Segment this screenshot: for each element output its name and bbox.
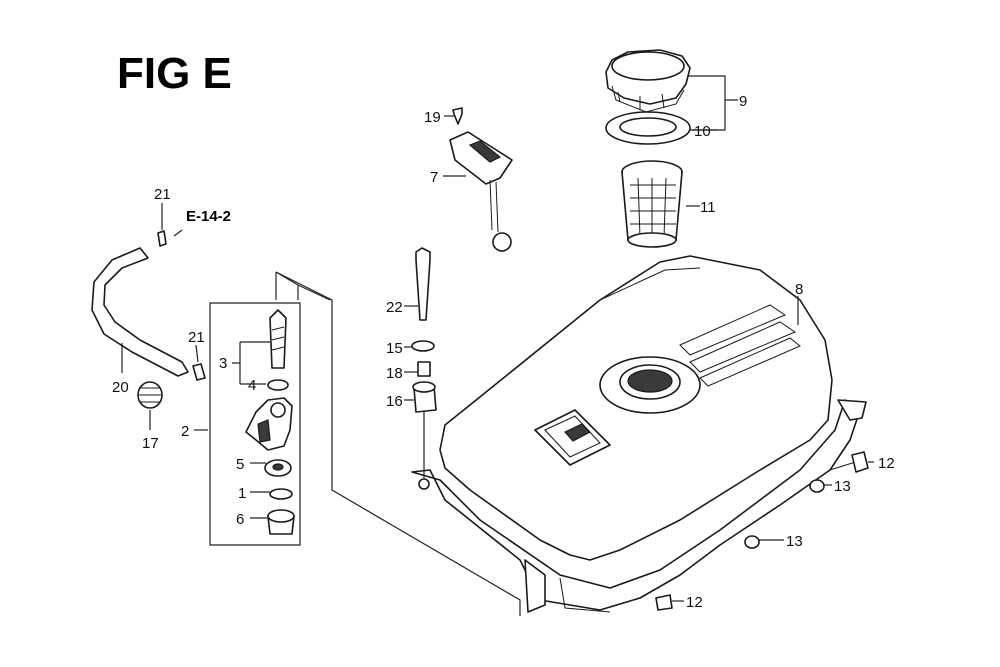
fuel-tank[interactable] [411,255,867,613]
gauge-screw[interactable] [452,107,463,125]
label-15: 15 [386,340,403,357]
label-22: 22 [386,299,403,316]
mount-rubber[interactable] [412,381,437,413]
valve-washer[interactable] [267,379,289,391]
label-7: 7 [430,169,438,186]
fuel-cap[interactable] [605,49,691,113]
fuel-tube[interactable] [91,247,189,377]
label-4: 4 [248,377,256,394]
tube-clip-lower[interactable] [192,363,206,381]
label-6: 6 [236,511,244,528]
label-12-right: 12 [878,455,895,472]
leader-lines [121,75,874,602]
fuel-cap-seal[interactable] [605,111,691,145]
tank-nut-lower[interactable] [744,535,760,549]
label-17: 17 [142,435,159,452]
mount-bolt[interactable] [415,247,431,321]
tank-nut-upper[interactable] [809,479,825,493]
reference-label: E-14-2 [186,208,231,225]
label-21-upper: 21 [154,186,171,203]
fuel-strainer[interactable] [621,160,683,248]
label-8: 8 [795,281,803,298]
part-labels: 9 10 11 8 19 7 21 E-14-2 21 20 17 3 4 2 … [112,93,895,611]
tank-clip-bottom[interactable] [655,594,673,611]
tube-clip-upper[interactable] [157,230,167,247]
label-10: 10 [694,123,711,140]
label-9: 9 [739,93,747,110]
valve-bolt[interactable] [269,309,287,369]
label-13-upper: 13 [834,478,851,495]
label-5: 5 [236,456,244,473]
label-1: 1 [238,485,246,502]
tank-clip-right[interactable] [851,451,869,473]
assembly-guide-line [275,271,521,616]
label-16: 16 [386,393,403,410]
label-12-bottom: 12 [686,594,703,611]
strainer-cup[interactable] [137,381,163,409]
mount-washer[interactable] [411,340,435,352]
valve-cup[interactable] [267,509,295,535]
valve-o-ring[interactable] [269,488,293,500]
mount-collar[interactable] [417,361,431,377]
fuel-valve[interactable] [245,397,293,451]
label-13-lower: 13 [786,533,803,550]
figure-title: FIG E [117,49,232,98]
label-19: 19 [424,109,441,126]
label-11: 11 [700,199,716,216]
valve-packing[interactable] [264,459,292,477]
fuel-gauge[interactable] [449,131,513,252]
label-18: 18 [386,365,403,382]
label-21-lower: 21 [188,329,205,346]
label-20: 20 [112,379,129,396]
label-3: 3 [219,355,227,372]
label-2: 2 [181,423,189,440]
